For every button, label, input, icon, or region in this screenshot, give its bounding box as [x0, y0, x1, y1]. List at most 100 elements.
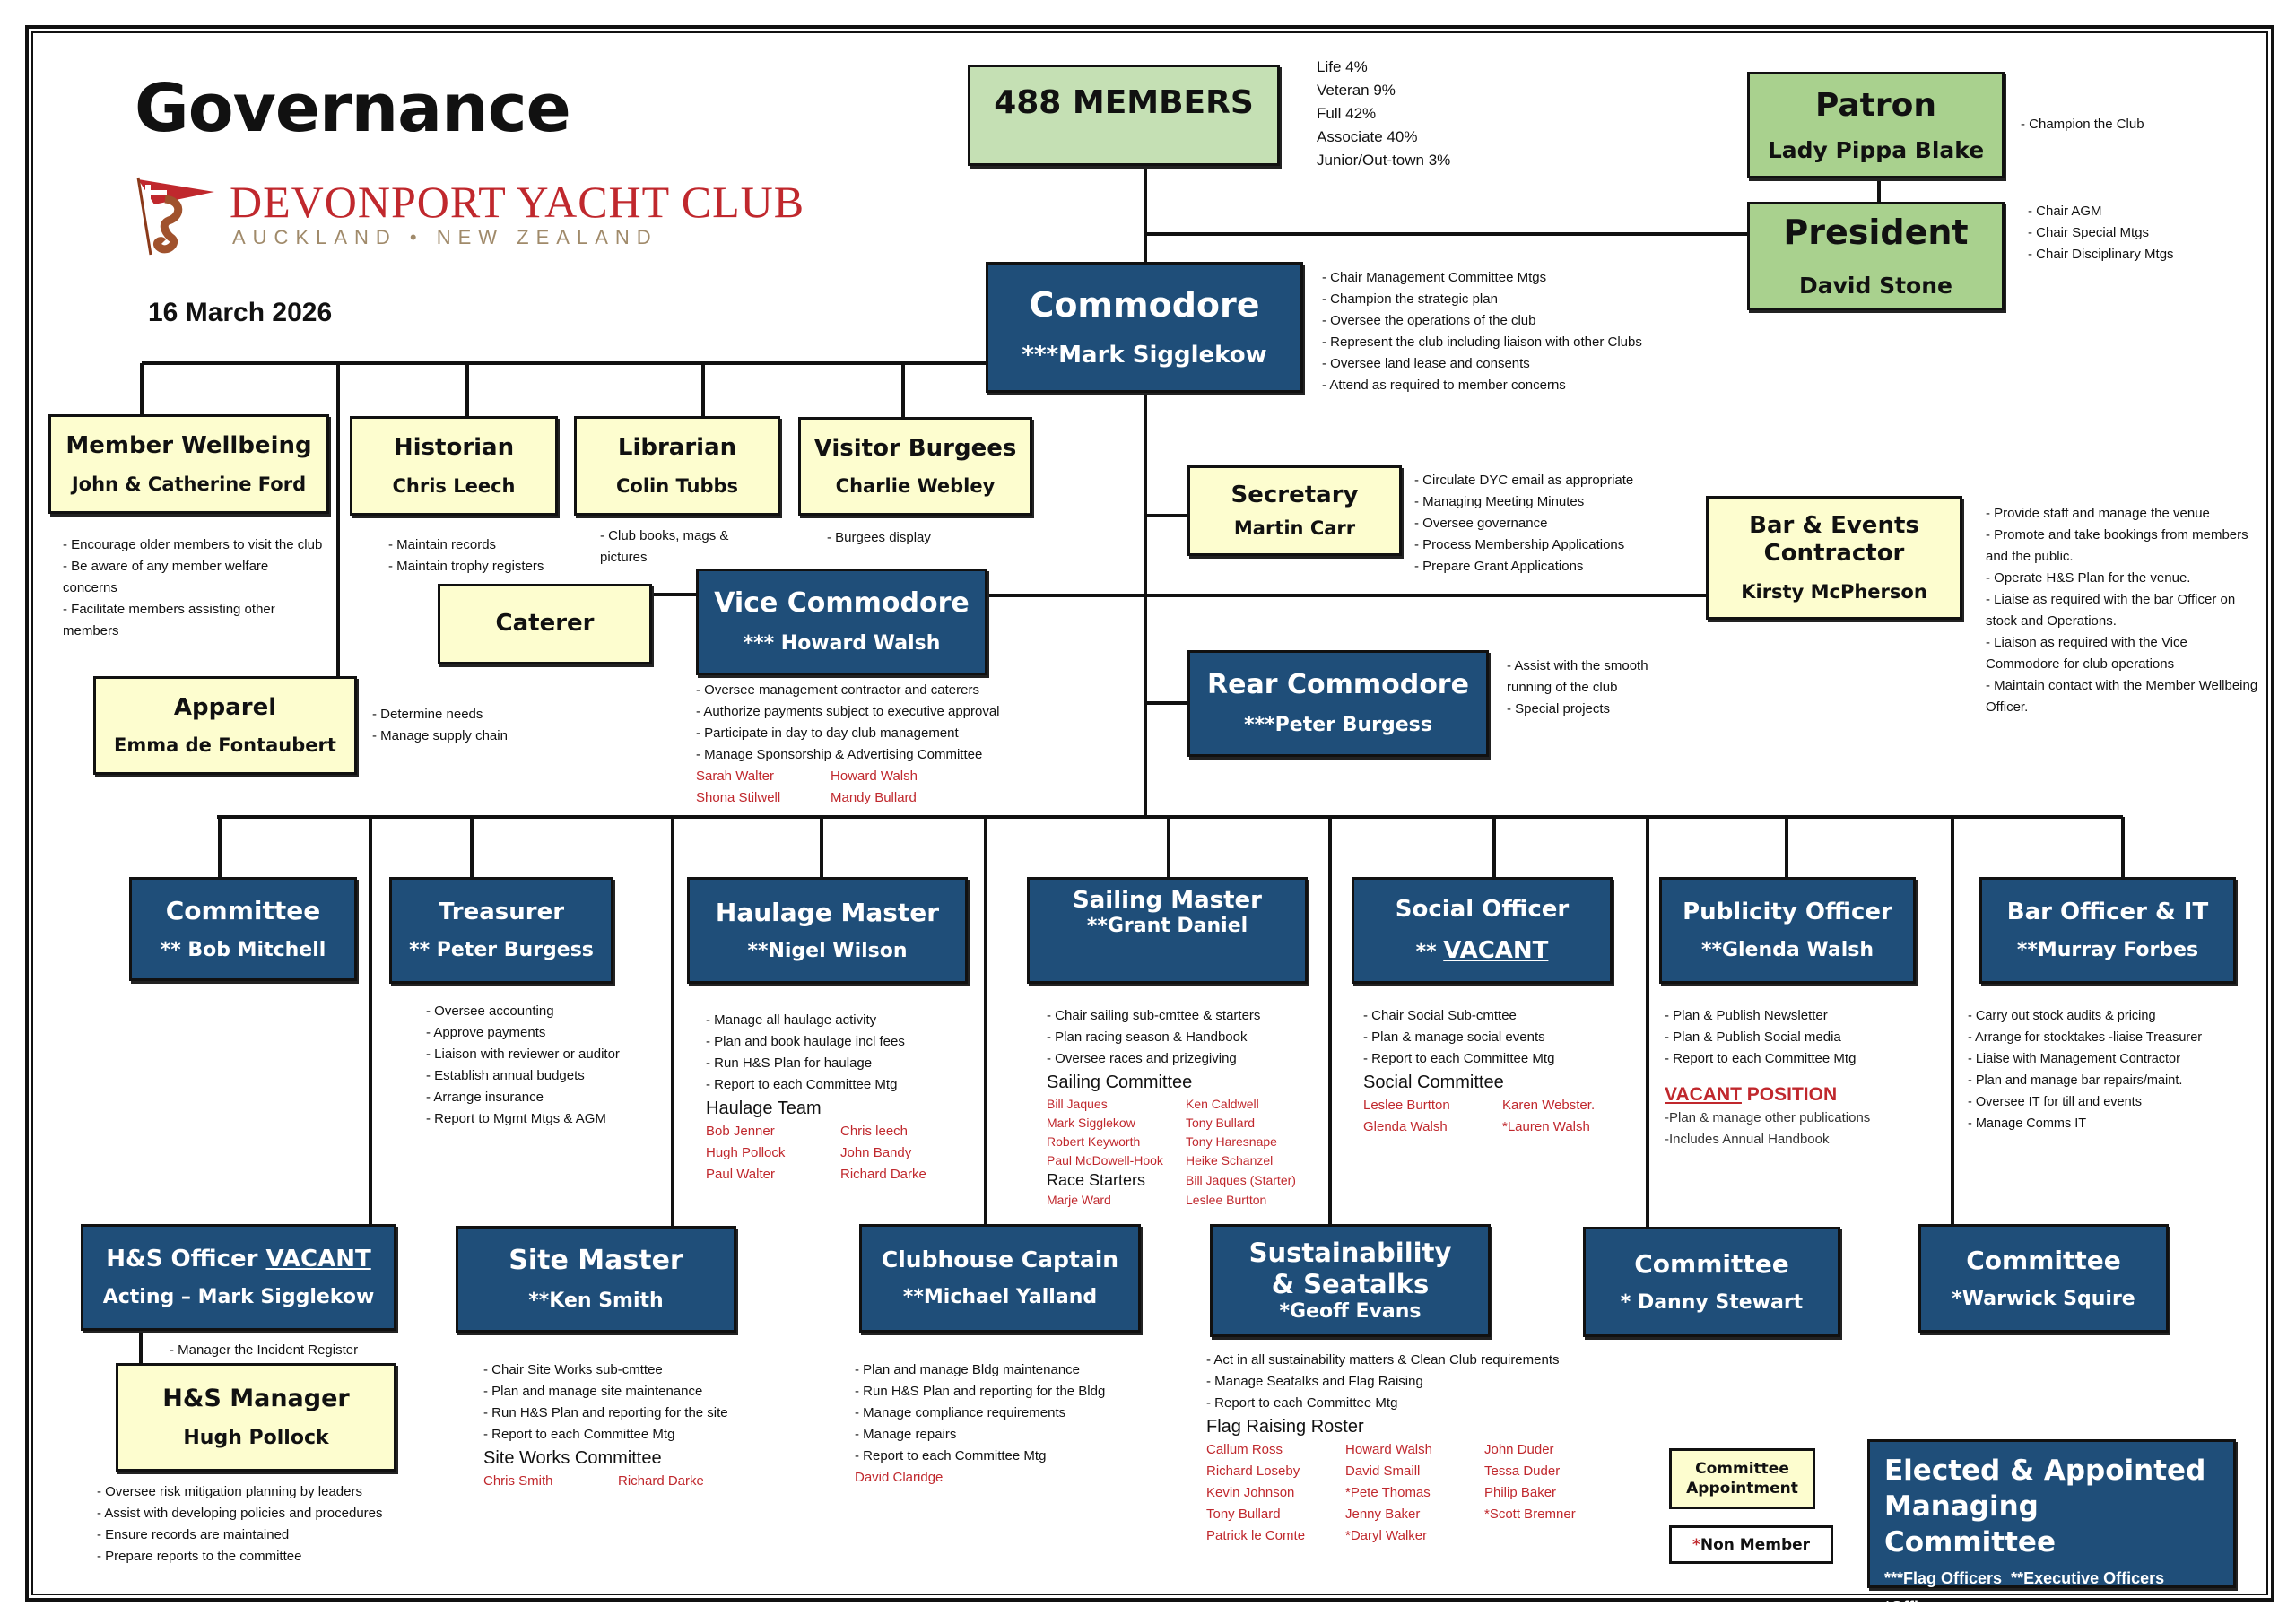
team-member: Howard Walsh	[831, 769, 918, 784]
commodore-notes: - Chair Management Committee Mtgs- Champ…	[1322, 267, 1642, 396]
duty-item: - Plan and manage bar repairs/maint.	[1968, 1073, 2183, 1088]
vacant-label: VACANT	[265, 1245, 371, 1272]
team-heading: Site Works Committee	[483, 1448, 662, 1468]
team-member: Tessa Duder	[1484, 1463, 1561, 1479]
duty-item: - Report to each Committee Mtg	[706, 1077, 898, 1092]
chart-date: 16 March 2026	[148, 298, 333, 327]
rear-commodore-notes: - Assist with the smooth running of the …	[1507, 656, 1686, 720]
duty-item: - Liaise with Management Contractor	[1968, 1052, 2180, 1066]
team-member: Patrick le Comte	[1206, 1528, 1306, 1543]
role-title: Secretary	[1231, 482, 1359, 509]
rank-key: ***Flag Officers **Executive Officers *O…	[1884, 1564, 2164, 1621]
role-title: Haulage Master	[715, 897, 940, 927]
team-member: Callum Ross	[1206, 1442, 1283, 1457]
duty-item: - Circulate DYC email as appropriate	[1414, 473, 1634, 488]
duty-item: - Manage Comms IT	[1968, 1116, 2087, 1131]
role-title: Visitor Burgees	[813, 434, 1017, 462]
duty-list: - Chair Site Works sub-cmttee- Plan and …	[483, 1359, 752, 1446]
duty-item: - Chair Site Works sub-cmttee	[483, 1362, 663, 1377]
role-holder: ** VACANT	[1416, 937, 1549, 965]
role-holder: ***Mark Sigglekow	[1022, 342, 1267, 369]
treasurer-notes: - Oversee accounting- Approve payments- …	[426, 1001, 620, 1130]
team-member: Mark Sigglekow	[1047, 1116, 1135, 1130]
duty-item: - Manage supply chain	[372, 728, 508, 743]
role-title: Rear Commodore	[1207, 669, 1469, 701]
duty-item: - Oversee accounting	[426, 1003, 554, 1019]
duty-item: - Managing Meeting Minutes	[1414, 494, 1585, 509]
team-member: Chris Smith	[483, 1473, 553, 1489]
duty-item: - Manage all haulage activity	[706, 1012, 877, 1028]
role-title: H&S Officer VACANT	[106, 1246, 370, 1273]
duty-item: - Encourage older members to visit the c…	[63, 537, 323, 552]
team-member: Bill Jaques	[1047, 1097, 1108, 1111]
team-member: Richard Darke	[618, 1473, 704, 1489]
duty-item: - Liaison as required with the Vice Comm…	[1986, 635, 2187, 672]
role-title: Patron	[1814, 86, 1937, 124]
role-title: Social Officer	[1395, 896, 1570, 924]
duty-item: - Facilitate members assisting other mem…	[63, 602, 275, 638]
duty-item: - Authorize payments subject to executiv…	[696, 704, 1000, 719]
team-member: Sarah Walter	[696, 769, 774, 784]
role-title: Sustainability	[1248, 1238, 1452, 1268]
team-member: Robert Keyworth	[1047, 1134, 1141, 1149]
duty-item: - Oversee risk mitigation planning by le…	[97, 1484, 362, 1499]
clubhouse-captain-box: Clubhouse Captain **Michael Yalland	[859, 1224, 1141, 1333]
legend-label: Committee Appointment	[1686, 1460, 1798, 1498]
legend-committee-appointment: Committee Appointment	[1669, 1448, 1815, 1509]
treasurer-box: Treasurer ** Peter Burgess	[389, 877, 613, 984]
role-holder: ***Peter Burgess	[1244, 714, 1432, 737]
role-title: Member Wellbeing	[65, 432, 312, 460]
team-member: Hugh Pollock	[706, 1145, 786, 1160]
member-wellbeing-notes: - Encourage older members to visit the c…	[63, 534, 323, 642]
duty-item: - Run H&S Plan and reporting for the sit…	[483, 1405, 728, 1420]
role-holder: **Ken Smith	[528, 1290, 664, 1313]
team-list: Chris Smith Richard Darke	[483, 1471, 752, 1492]
role-title: Librarian	[617, 434, 737, 462]
team-member: *Lauren Walsh	[1502, 1119, 1590, 1134]
team-heading: Flag Raising Roster	[1206, 1417, 1364, 1437]
haulage-master-box: Haulage Master **Nigel Wilson	[687, 877, 968, 984]
role-holder: David Stone	[1799, 273, 1952, 300]
duty-list: - Manage all haulage activity- Plan and …	[706, 1010, 975, 1096]
visitor-burgees-box: Visitor Burgees Charlie Webley	[798, 417, 1032, 516]
team-member: Howard Walsh	[1345, 1442, 1432, 1457]
duty-item: - Assist with the smooth running of the …	[1507, 658, 1648, 695]
apparel-box: Apparel Emma de Fontaubert	[93, 676, 357, 775]
vice-commodore-notes: - Oversee management contractor and cate…	[696, 680, 1000, 809]
role-holder: Martin Carr	[1233, 517, 1356, 539]
role-title: Committee	[1966, 1245, 2121, 1275]
duty-item: - Manage compliance requirements	[855, 1405, 1066, 1420]
duty-item: - Burgees display	[827, 530, 931, 545]
team-member: *Scott Bremner	[1484, 1507, 1576, 1522]
duty-item: - Determine needs	[372, 707, 483, 722]
duty-item: - Manage Sponsorship & Advertising Commi…	[696, 747, 983, 762]
role-title-line2: & Seatalks	[1271, 1268, 1430, 1299]
duty-list: - Act in all sustainability matters & Cl…	[1206, 1350, 1565, 1414]
duty-item: - Prepare reports to the committee	[97, 1549, 302, 1564]
role-title: Bar & Events	[1749, 512, 1919, 540]
patron-box: Patron Lady Pippa Blake	[1747, 72, 2005, 178]
team-member: David Smaill	[1345, 1463, 1421, 1479]
duty-item: - Plan and manage Bldg maintenance	[855, 1362, 1081, 1377]
duty-item: - Champion the strategic plan	[1322, 291, 1498, 307]
publicity-officer-box: Publicity Officer **Glenda Walsh	[1659, 877, 1916, 984]
team-member: Richard Loseby	[1206, 1463, 1300, 1479]
duty-item: - Club books, mags & pictures	[600, 528, 729, 565]
duty-item: - Oversee management contractor and cate…	[696, 682, 979, 698]
members-breakdown: Life 4%Veteran 9%Full 42%Associate 40%Ju…	[1317, 56, 1450, 172]
duty-item: - Maintain trophy registers	[388, 559, 544, 574]
duty-item: - Promote and take bookings from members…	[1986, 527, 2248, 564]
role-title: Vice Commodore	[714, 587, 970, 620]
duty-item: - Chair Social Sub-cmttee	[1363, 1008, 1517, 1023]
membership-category: Full 42%	[1317, 105, 1377, 122]
team-member: *Pete Thomas	[1345, 1485, 1431, 1500]
duty-item: - Chair sailing sub-cmttee & starters	[1047, 1008, 1261, 1023]
role-holder: *Geoff Evans	[1279, 1299, 1422, 1323]
team-member: *Daryl Walker	[1345, 1528, 1428, 1543]
team-member: Glenda Walsh	[1363, 1119, 1448, 1134]
rank-flag-officers: ***Flag Officers	[1884, 1569, 2003, 1587]
role-title: Clubhouse Captain	[881, 1246, 1119, 1273]
starter: Marje Ward	[1047, 1193, 1111, 1207]
membership-category: Life 4%	[1317, 58, 1368, 75]
